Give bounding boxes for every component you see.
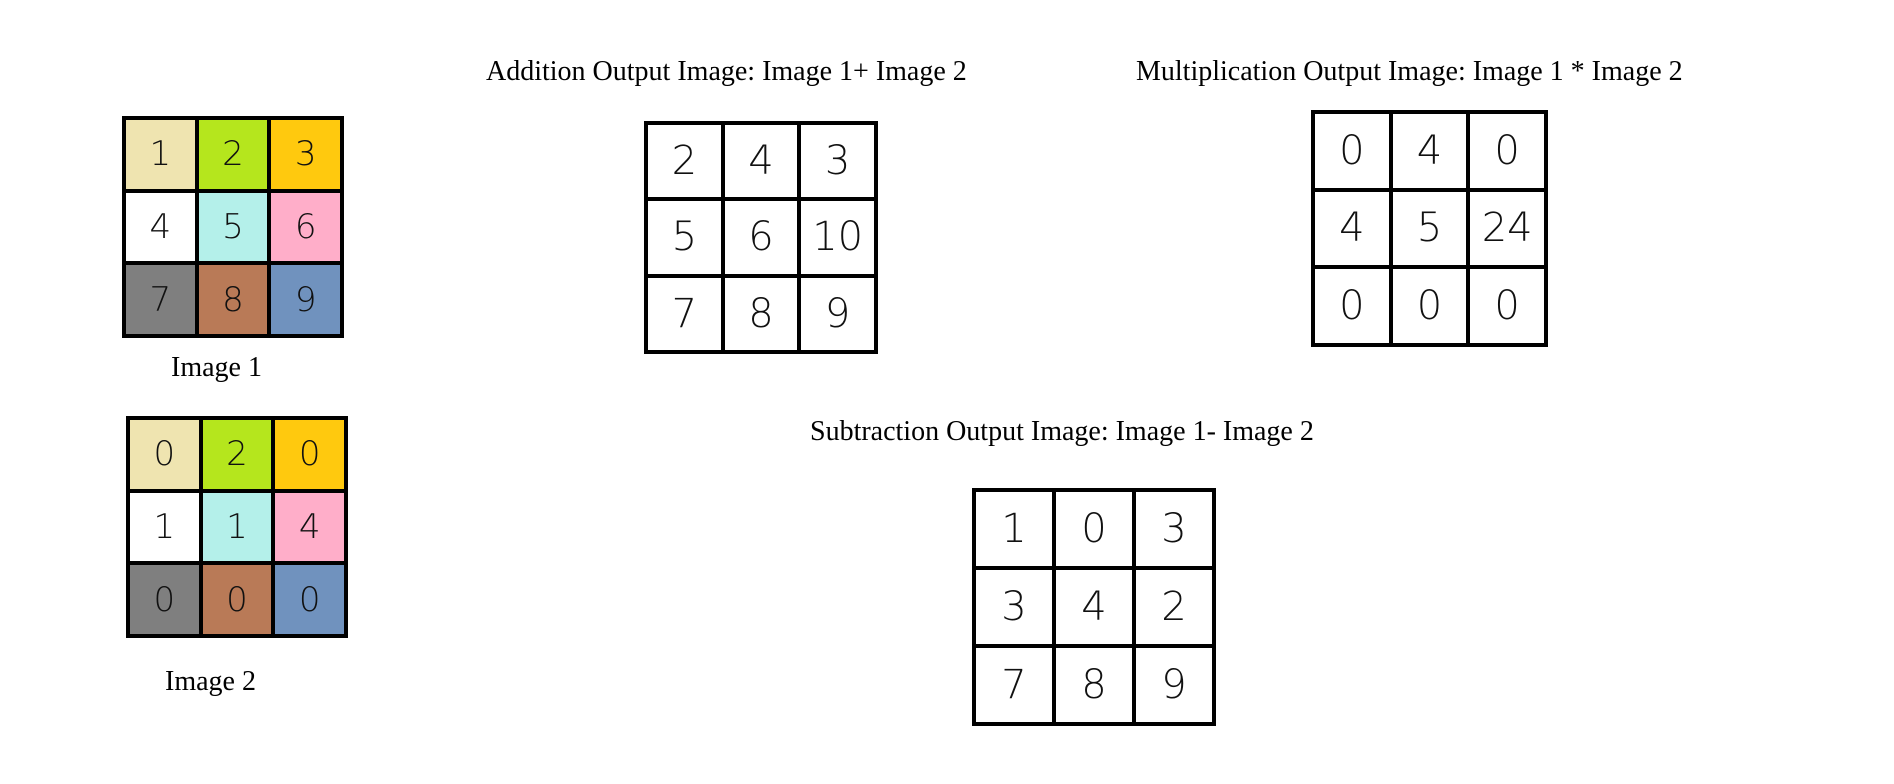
subtraction-cell: 9 [1136, 648, 1212, 722]
addition-cell: 3 [801, 125, 874, 198]
subtraction-cell: 3 [976, 570, 1052, 644]
image2-cell: 0 [275, 565, 344, 634]
multiplication-cell: 4 [1392, 114, 1467, 188]
multiplication-cell: 0 [1315, 269, 1389, 343]
subtraction-cell: 4 [1056, 570, 1132, 644]
addition-title: Addition Output Image: Image 1+ Image 2 [486, 56, 967, 87]
addition-cell: 4 [724, 125, 798, 198]
addition-cell: 2 [648, 125, 721, 198]
image2-cell: 0 [130, 420, 199, 489]
addition-cell: 9 [801, 277, 874, 350]
image2-cell: 1 [202, 492, 272, 562]
multiplication-cell: 0 [1315, 114, 1389, 188]
subtraction-cell: 8 [1056, 648, 1132, 722]
multiplication-cell: 0 [1470, 269, 1544, 343]
subtraction-cell: 1 [976, 492, 1052, 566]
multiplication-cell: 0 [1392, 269, 1467, 343]
image1-cell: 8 [198, 265, 268, 334]
multiplication-grid: 0 4 0 4 5 24 0 0 0 [1311, 110, 1548, 347]
subtraction-title: Subtraction Output Image: Image 1- Image… [810, 416, 1314, 447]
image1-cell: 5 [198, 192, 268, 262]
addition-cell: 8 [724, 277, 798, 350]
image2-cell: 0 [202, 565, 272, 634]
multiplication-cell: 0 [1470, 114, 1544, 188]
image1-caption: Image 1 [171, 352, 262, 383]
image1-cell: 7 [126, 265, 195, 334]
addition-cell: 6 [724, 201, 798, 274]
image1-cell: 2 [198, 120, 268, 189]
addition-cell: 7 [648, 277, 721, 350]
subtraction-cell: 7 [976, 648, 1052, 722]
image1-cell: 3 [271, 120, 340, 189]
subtraction-cell: 0 [1056, 492, 1132, 566]
multiplication-cell: 5 [1392, 191, 1467, 266]
addition-cell: 5 [648, 201, 721, 274]
subtraction-grid: 1 0 3 3 4 2 7 8 9 [972, 488, 1216, 726]
image2-caption: Image 2 [165, 666, 256, 697]
image1-cell: 6 [271, 192, 340, 262]
image2-cell: 2 [202, 420, 272, 489]
multiplication-cell: 4 [1315, 191, 1389, 266]
image2-grid: 0 2 0 1 1 4 0 0 0 [126, 416, 348, 638]
multiplication-cell: 24 [1470, 191, 1544, 266]
image2-cell: 1 [130, 492, 199, 562]
subtraction-cell: 2 [1136, 570, 1212, 644]
addition-grid: 2 4 3 5 6 10 7 8 9 [644, 121, 878, 354]
addition-cell: 10 [801, 201, 874, 274]
image1-grid: 1 2 3 4 5 6 7 8 9 [122, 116, 344, 338]
image2-cell: 0 [275, 420, 344, 489]
image1-cell: 1 [126, 120, 195, 189]
image1-cell: 9 [271, 265, 340, 334]
subtraction-cell: 3 [1136, 492, 1212, 566]
image2-cell: 0 [130, 565, 199, 634]
multiplication-title: Multiplication Output Image: Image 1 * I… [1136, 56, 1683, 87]
image1-cell: 4 [126, 192, 195, 262]
image2-cell: 4 [275, 492, 344, 562]
